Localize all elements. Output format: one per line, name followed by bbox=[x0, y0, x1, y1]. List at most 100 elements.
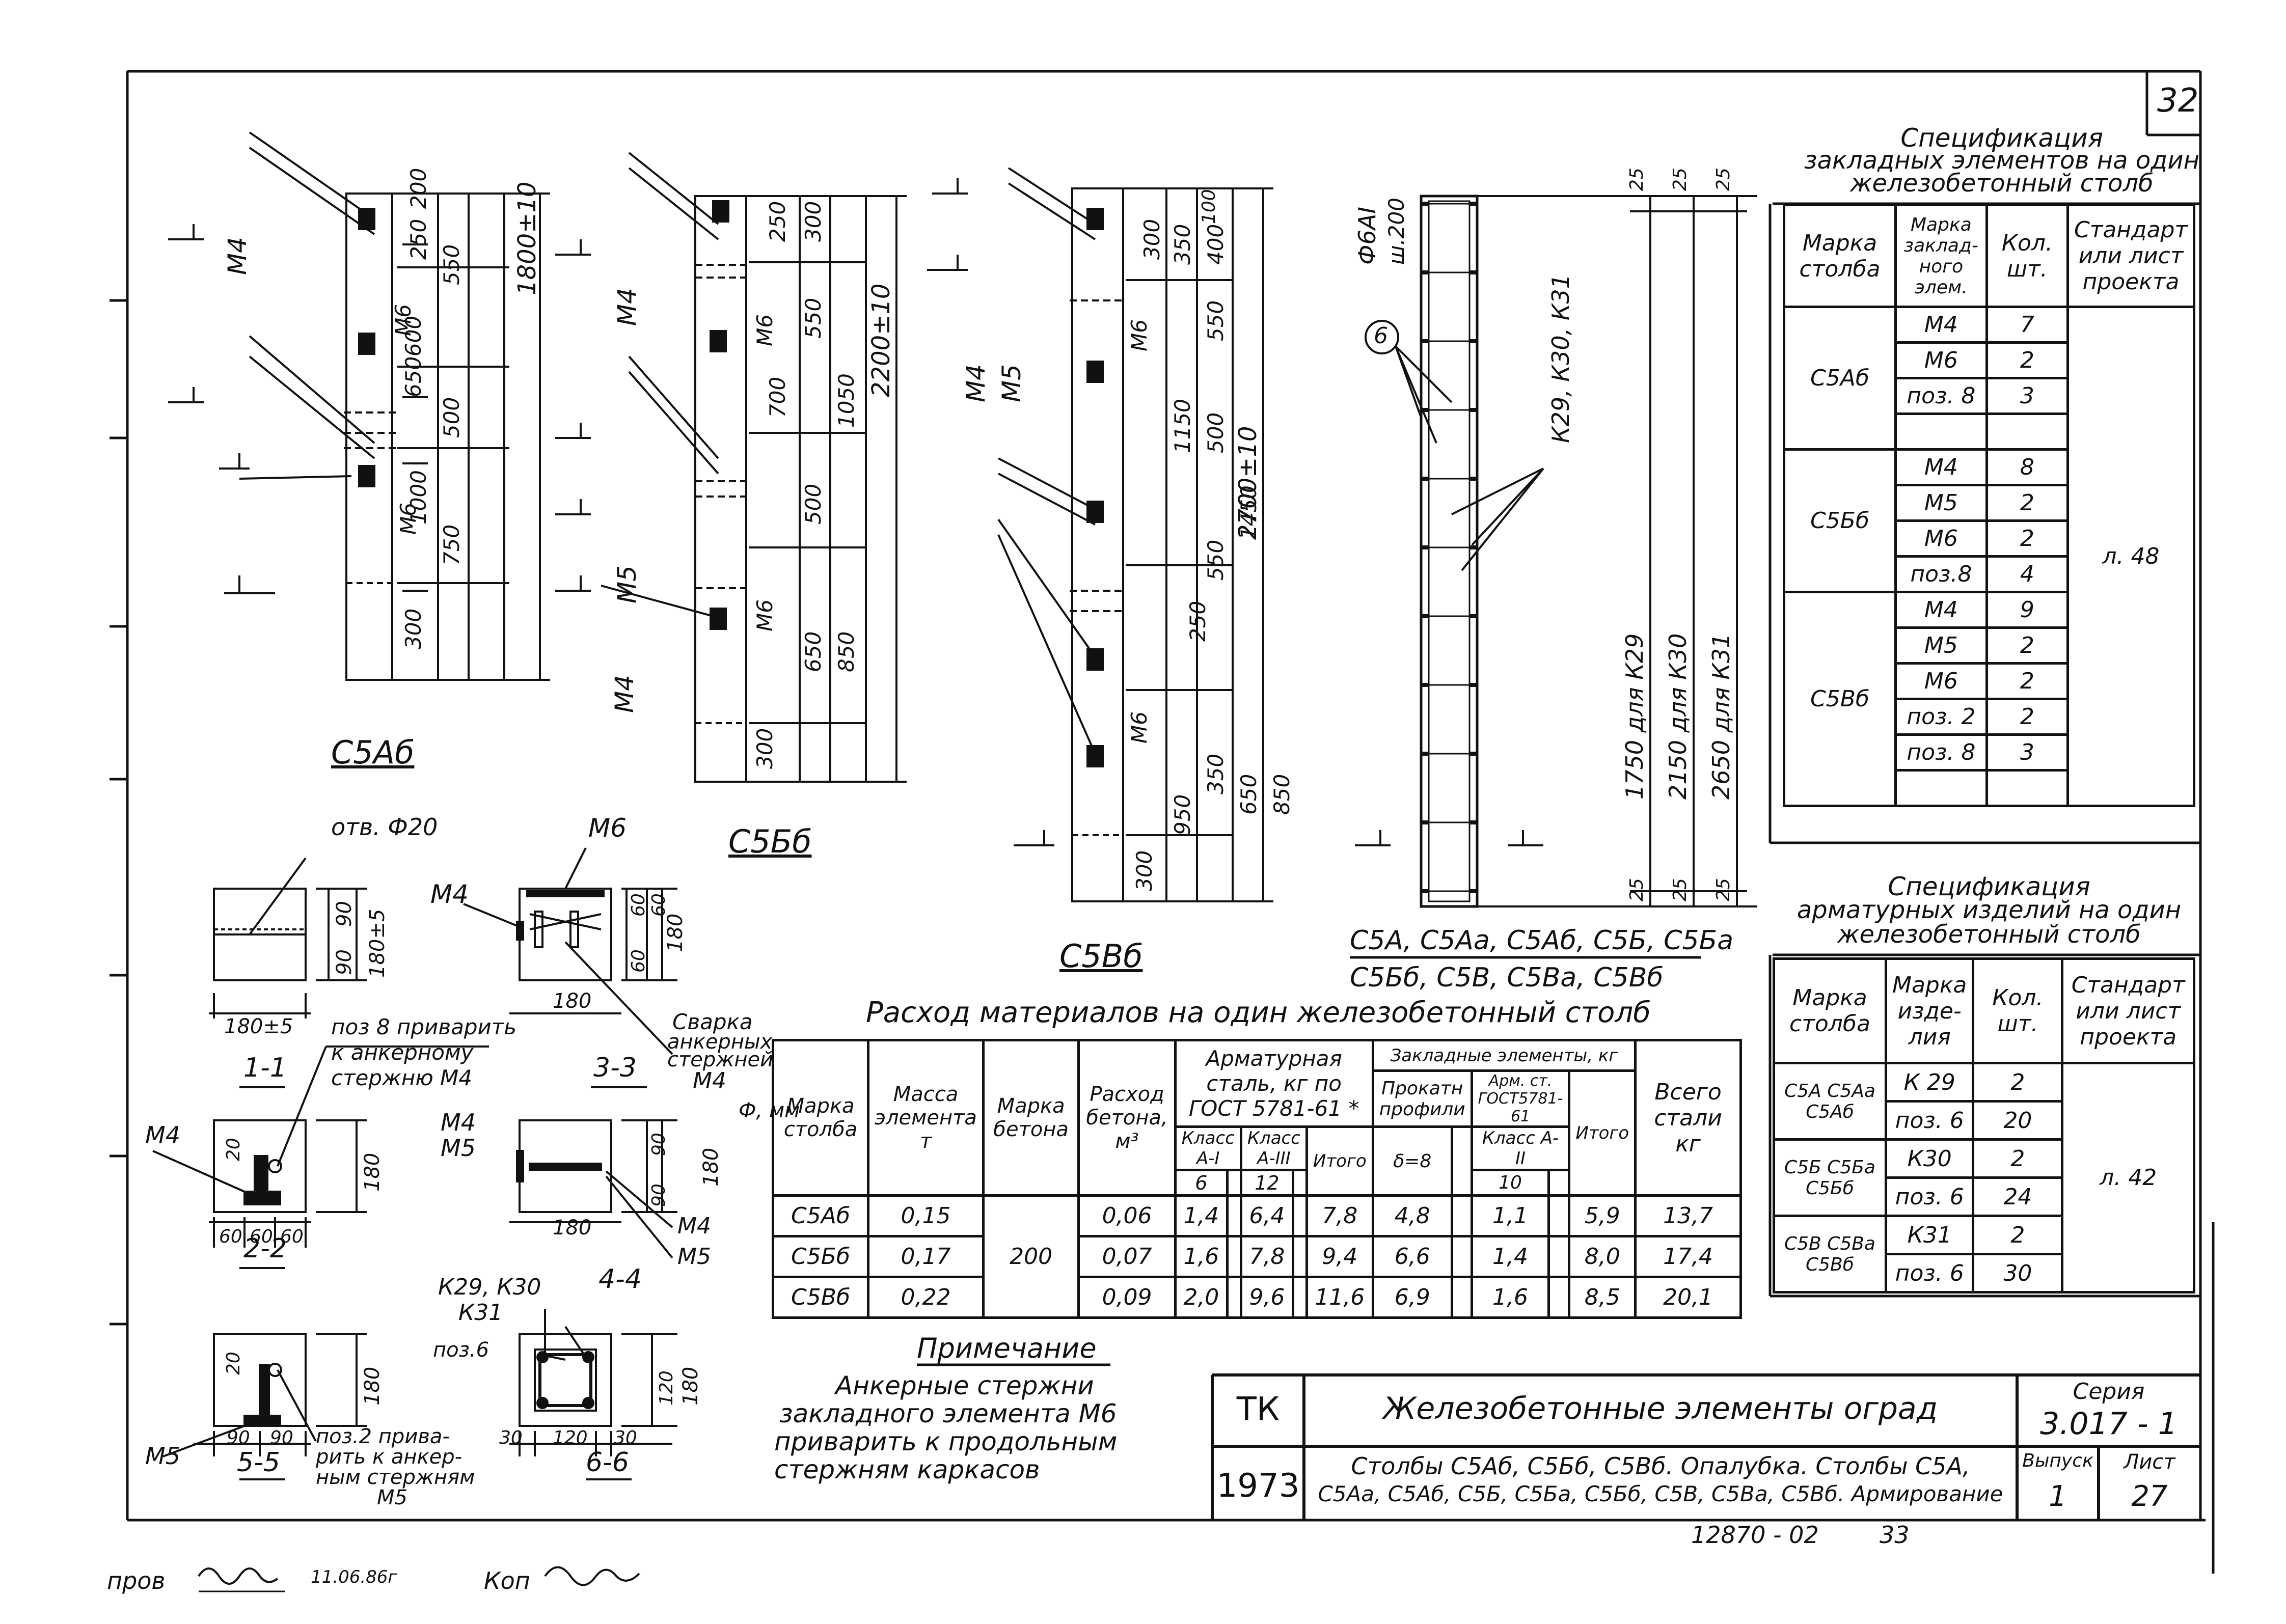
applies-line-2: С5Бб, С5В, С5Ва, С5Вб bbox=[1350, 962, 1664, 993]
spec-rebar-header: Стандарт или лист проекта bbox=[2061, 957, 2195, 1064]
spec-rebar-cell: поз. 6 bbox=[1884, 1253, 1975, 1293]
spec-embedded-cell: поз. 8 bbox=[1894, 377, 1988, 415]
materials-header: 12 bbox=[1239, 1169, 1295, 1197]
materials-cell: 8,0 bbox=[1568, 1235, 1637, 1278]
section-6-6-title: 6-6 bbox=[586, 1447, 629, 1478]
c5bb-dim: 300 bbox=[752, 728, 777, 769]
c5vb-dim: 500 bbox=[1203, 412, 1228, 453]
m4-label: М4 bbox=[430, 879, 469, 909]
spec-rebar-table: Марка столба Марка изде-лия Кол. шт. Ста… bbox=[1773, 957, 2195, 1293]
c5ab-dim: 250 bbox=[406, 218, 431, 260]
materials-table: Марка столба Масса элемента т Марка бето… bbox=[771, 1039, 1742, 1319]
materials-header: Всего стали кг bbox=[1634, 1039, 1742, 1197]
spec-rebar-header: Марка столба bbox=[1773, 957, 1887, 1064]
spec-rebar-cell: К31 bbox=[1884, 1215, 1975, 1255]
materials-cell: 2,0 bbox=[1174, 1276, 1229, 1319]
materials-concrete-grade: 200 bbox=[982, 1194, 1080, 1319]
c5vb-dim: 1450 bbox=[1236, 485, 1261, 540]
cage-end: 25 bbox=[1713, 168, 1734, 191]
section-5-5-title: 5-5 bbox=[237, 1447, 280, 1478]
s2-60: 60 bbox=[280, 1226, 304, 1247]
spec-embedded-title-3: железобетонный столб bbox=[1850, 169, 2154, 198]
s1-width: 180±5 bbox=[224, 1015, 293, 1038]
s3-width: 180 bbox=[553, 989, 592, 1013]
s4-height: 180 bbox=[699, 1147, 723, 1187]
spec-rebar-cell: К30 bbox=[1884, 1138, 1975, 1179]
k29k30-label: К29, К30 bbox=[438, 1274, 541, 1300]
poz8-note-1: поз 8 приварить bbox=[331, 1014, 516, 1039]
spec-rebar-title-1: Спецификация bbox=[1888, 872, 2090, 901]
copy-note: Коп bbox=[484, 1567, 530, 1594]
materials-header: Масса элемента т bbox=[867, 1039, 985, 1197]
materials-cell: С5Вб bbox=[771, 1276, 870, 1319]
s1-90: 90 bbox=[333, 949, 356, 975]
spec-rebar-cell: поз. 6 bbox=[1884, 1100, 1975, 1141]
c5bb-total-dim: 2200±10 bbox=[867, 283, 895, 397]
s2-60: 60 bbox=[250, 1226, 273, 1247]
s5-90: 90 bbox=[270, 1427, 293, 1448]
c5bb-dim: 250 bbox=[765, 201, 790, 242]
spec-embedded-header: Марка заклад-ного элем. bbox=[1894, 204, 1988, 308]
materials-cell: С5Аб bbox=[771, 1194, 870, 1237]
s4-90: 90 bbox=[648, 1133, 669, 1156]
c5vb-dim: 100 bbox=[1199, 189, 1219, 224]
materials-header: Класс А-II bbox=[1470, 1125, 1571, 1171]
m6-label: М6 bbox=[588, 813, 627, 843]
poz2-note-3: ным стержням bbox=[316, 1466, 475, 1489]
c5vb-dim: 400 bbox=[1203, 224, 1228, 265]
note-line-1: Анкерные стержни bbox=[835, 1371, 1094, 1400]
cage-end: 25 bbox=[1626, 168, 1647, 191]
spec-rebar-cell: 24 bbox=[1972, 1176, 2064, 1217]
materials-cell: 11,6 bbox=[1305, 1276, 1374, 1319]
title-block-tk: ТК bbox=[1236, 1391, 1280, 1428]
materials-cell: 9,6 bbox=[1239, 1276, 1295, 1319]
materials-header: Расход бетона, м³ bbox=[1077, 1039, 1177, 1197]
title-block-series: 3.017 - 1 bbox=[2040, 1406, 2178, 1442]
c5ab-dim: 500 bbox=[439, 397, 464, 438]
c5bb-dim: 1050 bbox=[834, 373, 859, 428]
materials-header: 6 bbox=[1174, 1169, 1229, 1197]
title-block-desc-1: Столбы С5Аб, С5Бб, С5Вб. Опалубка. Столб… bbox=[1351, 1452, 1970, 1480]
spec-embedded-cell: М6 bbox=[1894, 519, 1988, 558]
footer-code: 12870 - 02 bbox=[1691, 1521, 1819, 1549]
materials-cell: 0,15 bbox=[867, 1194, 985, 1237]
c5ab-dim: 650 bbox=[401, 356, 426, 397]
materials-cell: 1,4 bbox=[1470, 1235, 1550, 1278]
s6-30: 30 bbox=[614, 1427, 637, 1448]
materials-cell: 5,9 bbox=[1568, 1194, 1637, 1237]
page-number: 32 bbox=[2157, 82, 2199, 120]
k31-label: К31 bbox=[458, 1300, 503, 1326]
materials-cell: 7,8 bbox=[1239, 1235, 1295, 1278]
materials-cell: С5Бб bbox=[771, 1235, 870, 1278]
spec-embedded-sheet-ref: л. 48 bbox=[2066, 306, 2196, 807]
spec-rebar-column: С5Б С5Ба С5Бб bbox=[1773, 1138, 1887, 1217]
materials-cell: 6,9 bbox=[1371, 1276, 1453, 1319]
poz8-note-2: к анкерному bbox=[331, 1040, 474, 1065]
spec-embedded-cell: 2 bbox=[1985, 341, 2069, 379]
c5ab-dim: 200 bbox=[406, 168, 431, 209]
spec-embedded-cell: М4 bbox=[1894, 591, 1988, 629]
s6-30: 30 bbox=[499, 1427, 523, 1448]
cage-end: 25 bbox=[1713, 878, 1734, 901]
c5vb-dim: 650 bbox=[1236, 774, 1261, 815]
m5-label: М5 bbox=[612, 565, 642, 603]
m5-label: М5 bbox=[145, 1442, 180, 1470]
spec-embedded-title-1: Спецификация bbox=[1900, 123, 2103, 153]
cage-len-k31: 2650 для К31 bbox=[1707, 633, 1735, 800]
spec-embedded-column: С5Бб bbox=[1782, 448, 1897, 593]
materials-cell: 6,4 bbox=[1239, 1194, 1295, 1237]
spec-embedded-table: Марка столба Марка заклад-ного элем. Кол… bbox=[1782, 204, 2196, 807]
m6-label: М6 bbox=[391, 304, 416, 336]
poz2-note-4: М5 bbox=[377, 1486, 407, 1509]
materials-cell: 9,4 bbox=[1305, 1235, 1374, 1278]
spec-embedded-cell: 2 bbox=[1985, 484, 2069, 522]
materials-header: Класс А-I bbox=[1174, 1125, 1242, 1171]
title-block-issue-label: Выпуск bbox=[2022, 1450, 2093, 1471]
s5-20: 20 bbox=[223, 1352, 244, 1375]
spec-embedded-cell: 7 bbox=[1985, 306, 2069, 344]
poz2-note-1: поз.2 прива- bbox=[316, 1425, 450, 1448]
materials-header: Арм. ст. ГОСТ5781-61 bbox=[1470, 1069, 1571, 1128]
spec-embedded-cell: поз. 2 bbox=[1894, 698, 1988, 736]
s1-height: 180±5 bbox=[366, 909, 389, 978]
